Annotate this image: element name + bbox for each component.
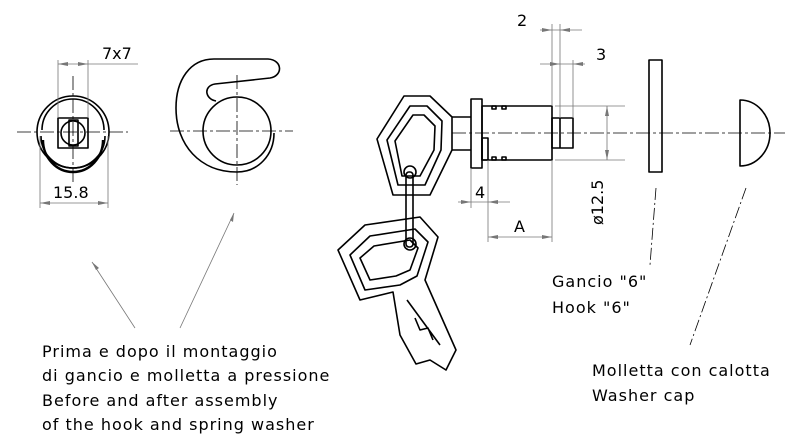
dimension-label-2: 2 — [517, 11, 527, 30]
lock-front-view — [17, 76, 128, 182]
hook-leader — [649, 187, 657, 266]
assembly-label-en-2: of the hook and spring washer — [42, 415, 315, 434]
dimension-label-diameter-body: ø12.5 — [588, 180, 607, 225]
washer-label-it: Molletta con calotta — [592, 361, 771, 380]
dimension-label-a: A — [514, 217, 525, 236]
dimension-label-square: 7x7 — [102, 44, 132, 63]
dimension-label-4: 4 — [475, 183, 485, 202]
dimension-3: 3 — [540, 45, 606, 118]
key-ring — [403, 165, 417, 251]
dimension-label-3: 3 — [596, 45, 606, 64]
dimension-4: 4 — [458, 160, 510, 242]
washer-label-en: Washer cap — [592, 386, 695, 405]
hook-view — [170, 58, 293, 185]
key-1 — [376, 95, 471, 196]
hook-part — [648, 59, 663, 173]
assembly-label-it-1: Prima e dopo il montaggio — [42, 342, 278, 361]
hook-label-en: Hook "6" — [552, 298, 631, 317]
dimension-diameter-12-5: ø12.5 — [555, 105, 625, 225]
dimension-2: 2 — [517, 11, 582, 118]
lock-side-view — [452, 98, 785, 169]
washer-cap-part — [739, 99, 771, 167]
leader-lines-left — [91, 212, 235, 329]
hook-label-it: Gancio "6" — [552, 272, 647, 291]
dimension-15-8: 15.8 — [39, 136, 109, 208]
dimension-label-diameter-outer: 15.8 — [53, 183, 89, 202]
washer-leader — [689, 187, 747, 346]
assembly-label-en-1: Before and after assembly — [42, 391, 279, 410]
key-2 — [337, 216, 457, 371]
assembly-label-it-2: di gancio e molletta a pressione — [42, 366, 330, 385]
dimension-a: A — [488, 160, 553, 242]
dimension-7x7: 7x7 — [57, 44, 138, 118]
